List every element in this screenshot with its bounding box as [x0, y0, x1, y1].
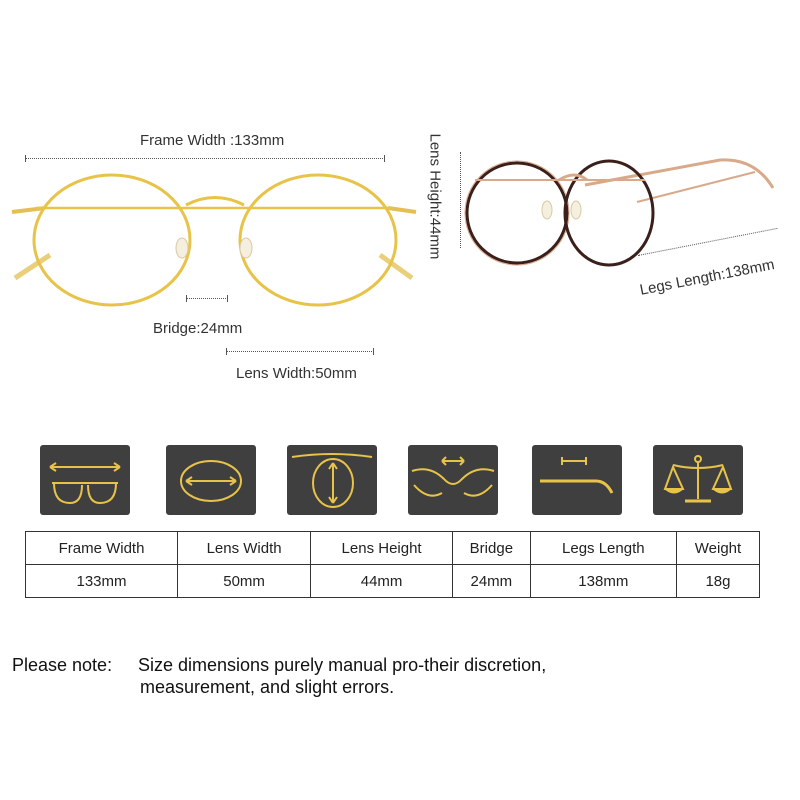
header-weight: Weight — [675, 531, 761, 565]
header-lens-width: Lens Width — [177, 531, 312, 565]
lens-width-line — [226, 348, 374, 355]
bridge-label: Bridge:24mm — [153, 320, 243, 337]
spec-table: Frame Width Lens Width Lens Height Bridg… — [24, 531, 761, 598]
lens-height-icon — [287, 445, 377, 515]
glasses-front-image — [11, 173, 417, 307]
frame-width-icon — [40, 445, 130, 515]
value-bridge: 24mm — [452, 564, 531, 598]
header-legs-length: Legs Length — [529, 531, 677, 565]
value-lens-width: 50mm — [177, 564, 312, 598]
note-line-1: Size dimensions purely manual pro-their … — [138, 655, 547, 675]
weight-scale-icon — [653, 445, 743, 515]
header-bridge: Bridge — [452, 531, 531, 565]
frame-width-label: Frame Width :133mm — [140, 132, 285, 149]
spec-value-row: 133mm 50mm 44mm 24mm 138mm 18g — [24, 564, 761, 598]
bridge-line — [186, 295, 228, 302]
header-lens-height: Lens Height — [310, 531, 454, 565]
bridge-icon — [408, 445, 498, 515]
value-weight: 18g — [675, 564, 761, 598]
note-label: Please note: — [12, 655, 113, 675]
spec-header-row: Frame Width Lens Width Lens Height Bridg… — [24, 531, 761, 565]
value-legs-length: 138mm — [529, 564, 677, 598]
lens-height-line — [460, 152, 461, 248]
header-frame-width: Frame Width — [24, 531, 179, 565]
lens-height-label: Lens Height:44mm — [426, 133, 444, 260]
lens-width-label: Lens Width:50mm — [236, 365, 357, 382]
lens-width-icon — [166, 445, 256, 515]
value-frame-width: 133mm — [24, 564, 179, 598]
frame-width-line — [25, 155, 385, 162]
legs-length-icon — [532, 445, 622, 515]
value-lens-height: 44mm — [310, 564, 454, 598]
note-line-2: measurement, and slight errors. — [140, 677, 395, 697]
glasses-side-image — [464, 158, 775, 267]
